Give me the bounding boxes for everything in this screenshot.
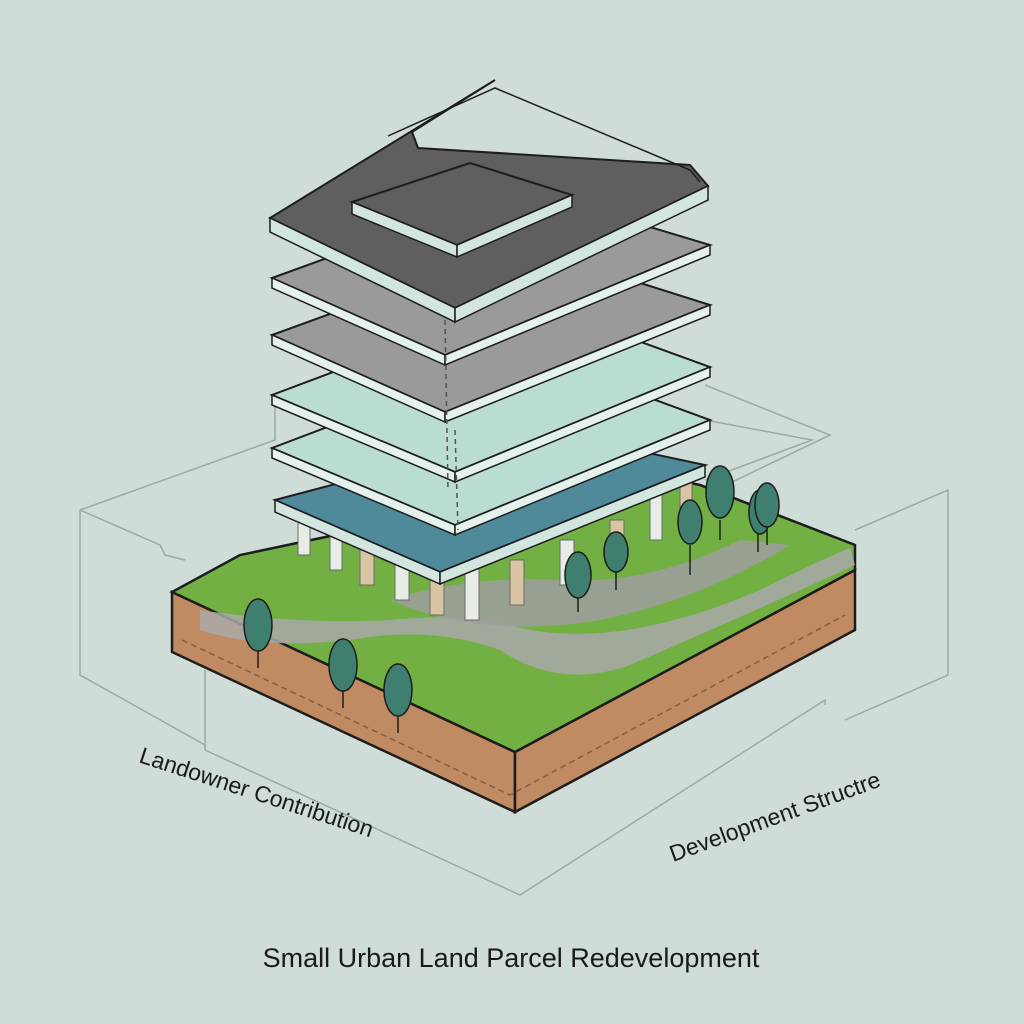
tree-icon bbox=[383, 663, 413, 733]
diagram-title: Small Urban Land Parcel Redevelopment bbox=[263, 943, 760, 973]
tree-icon bbox=[677, 499, 703, 575]
tree-icon bbox=[564, 551, 592, 612]
walkway bbox=[200, 548, 855, 675]
core-dash-line bbox=[444, 319, 449, 491]
tree-icon bbox=[243, 598, 273, 668]
core-dash-line-2 bbox=[454, 429, 459, 531]
tree-icon bbox=[705, 465, 735, 540]
guide-lines bbox=[79, 384, 949, 896]
tree-icon bbox=[328, 638, 358, 708]
tree-icon bbox=[603, 531, 629, 590]
label-landowner-contribution: Landowner Contribution bbox=[136, 742, 376, 842]
soil-dash-line bbox=[181, 614, 846, 796]
roof-layer bbox=[267, 79, 710, 324]
trees bbox=[243, 465, 780, 733]
tree-icon bbox=[754, 482, 780, 545]
